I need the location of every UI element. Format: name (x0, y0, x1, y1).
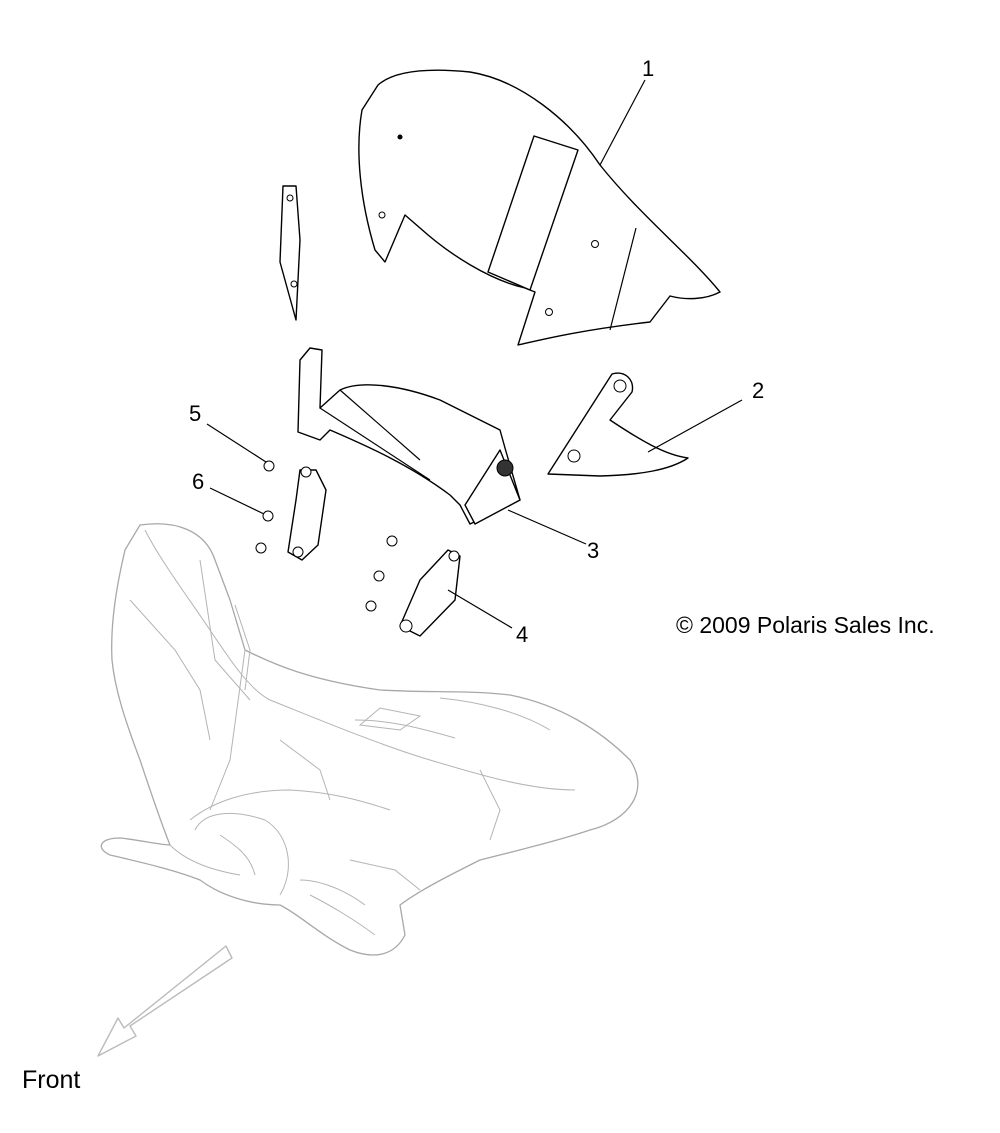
callout-5: 5 (189, 401, 201, 426)
hood-assembly (100, 523, 639, 956)
side-bracket-part-4 (399, 549, 513, 637)
callout-6: 6 (192, 469, 204, 494)
callout-1: 1 (642, 56, 654, 81)
side-bracket-left (287, 466, 327, 561)
callout-2: 2 (752, 378, 764, 403)
windshield-part-1 (358, 69, 721, 346)
bracket-left (279, 185, 301, 321)
copyright-notice: © 2009 Polaris Sales Inc. (676, 612, 935, 638)
front-direction-label: Front (22, 1066, 81, 1094)
bracket-part-2 (547, 372, 743, 477)
cross-brace-part-3 (297, 347, 587, 545)
callout-3: 3 (587, 538, 599, 563)
front-arrow-icon (97, 945, 233, 1057)
callout-4: 4 (516, 622, 528, 647)
fasteners (206, 423, 398, 612)
